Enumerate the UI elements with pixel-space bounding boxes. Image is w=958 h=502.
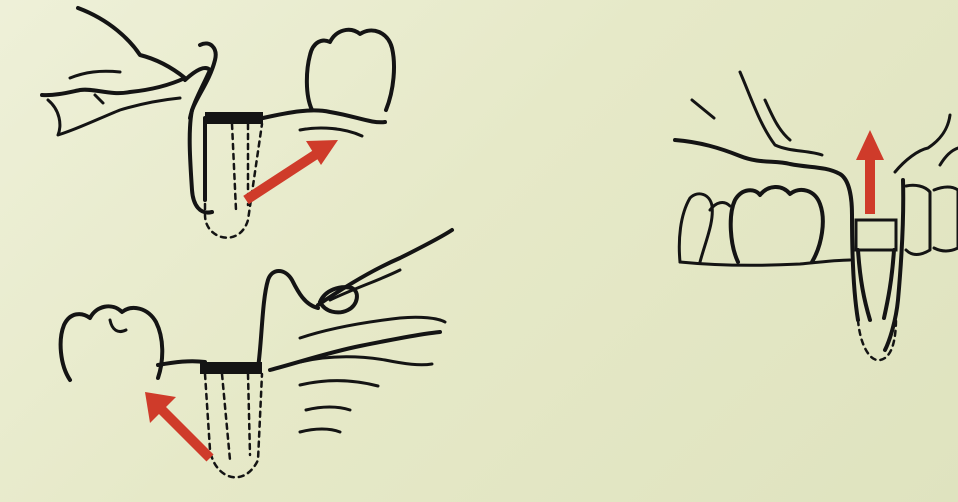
instrument-shaft — [318, 230, 452, 305]
tooth-root-outline-lower — [205, 374, 262, 477]
gum-fold-2 — [95, 95, 103, 103]
elevator-instrument-inner — [185, 68, 210, 118]
direction-arrow-up-left — [160, 408, 210, 458]
tooth-root-inner-lower — [222, 374, 250, 460]
molar-tooth-upper — [307, 30, 394, 110]
molar-tooth-right-1 — [731, 187, 823, 262]
tissue-line-4 — [306, 407, 350, 410]
extracted-root-solid — [858, 250, 894, 320]
panel-upper-left — [42, 8, 394, 238]
gum-line-right-upper-2 — [692, 100, 790, 140]
tooth-partial-right-2 — [934, 187, 958, 251]
elevator-instrument-lower — [258, 271, 318, 368]
gum-fold — [70, 71, 120, 78]
tooth-crown-band-lower — [200, 362, 262, 374]
tissue-line-5 — [300, 429, 340, 432]
gum-lower-line — [48, 98, 180, 135]
panel-lower-left — [61, 230, 452, 477]
gum-outline-right — [675, 140, 852, 215]
gum-outline-upper — [42, 8, 185, 95]
arrowhead-up — [856, 130, 884, 160]
tooth-crown-band — [205, 112, 263, 124]
tooth-root-outline — [205, 124, 262, 238]
tissue-line-3 — [300, 381, 378, 386]
molar-groove — [110, 320, 126, 332]
gum-line-lower-left — [158, 361, 205, 365]
extracted-crown — [856, 220, 896, 250]
tooth-partial-right-1 — [906, 185, 930, 254]
gum-line-right — [263, 110, 385, 122]
gum-line-right-upper — [740, 72, 822, 155]
molar-tooth-lower — [61, 306, 163, 380]
gum-line-right-2 — [300, 128, 362, 136]
tissue-line-2 — [300, 357, 432, 365]
tooth-partial-far-left — [679, 194, 712, 262]
occlusal-line — [680, 260, 850, 265]
gum-line-far-right-2 — [940, 148, 958, 165]
panel-right — [675, 72, 958, 360]
